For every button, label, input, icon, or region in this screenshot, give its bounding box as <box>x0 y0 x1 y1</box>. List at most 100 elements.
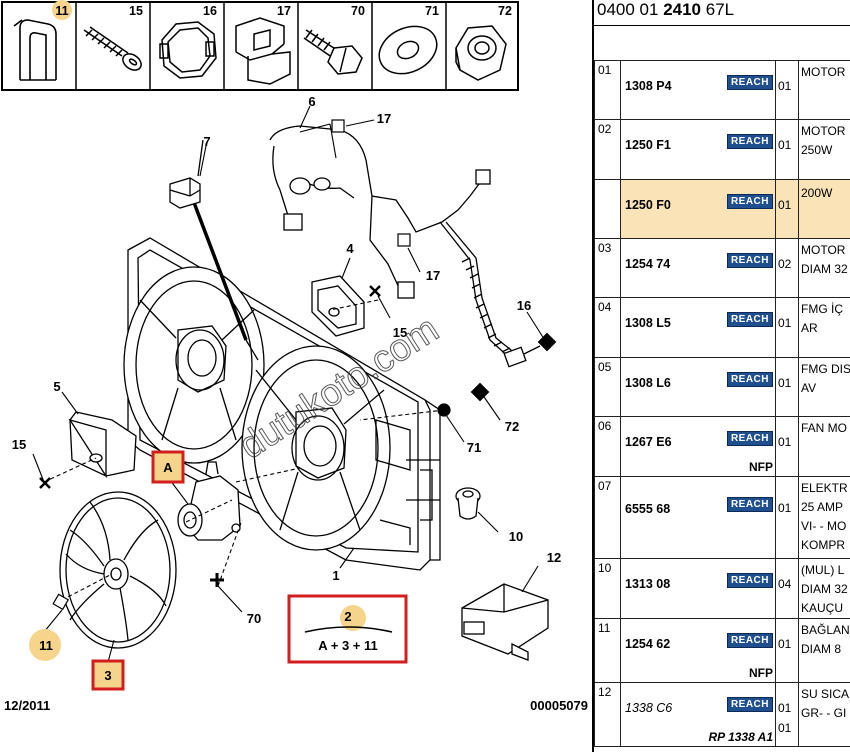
main-assembly <box>123 191 441 571</box>
qty-cell: 01 <box>775 357 799 417</box>
square-marker-17b <box>397 233 411 247</box>
part-number[interactable]: 1250 F0 <box>625 198 671 212</box>
part-number[interactable]: 1267 E6 <box>625 435 672 449</box>
description-line: MOTOR <box>801 243 846 257</box>
description-line: FAN MO <box>801 421 848 435</box>
part-number[interactable]: 1338 C6 <box>625 701 673 715</box>
callout-72: 72 <box>505 419 519 434</box>
quantity: 01 <box>778 501 792 515</box>
row-index: 04 <box>594 297 621 358</box>
qty-cell: 01 <box>775 60 799 120</box>
reach-badge: REACH <box>726 134 773 149</box>
part-ref-cell: 1250 F1 REACH <box>620 119 776 180</box>
header-num-71: 71 <box>425 4 439 18</box>
qty-cell: 04 <box>775 558 799 619</box>
description-line: DIAM 8 <box>801 642 842 656</box>
callout-6: 6 <box>308 94 315 109</box>
description-line: DIAM 32 <box>801 262 848 276</box>
grommet-10 <box>455 487 481 520</box>
reach-badge: REACH <box>726 573 773 588</box>
part-number[interactable]: 1308 L5 <box>625 316 671 330</box>
header-num-70: 70 <box>351 4 365 18</box>
callout-70: 70 <box>247 611 261 626</box>
screw-icon <box>83 26 142 71</box>
description-line: 25 AMP <box>801 500 844 514</box>
quantity-secondary: 01 <box>778 721 792 735</box>
description-line: DIAM 32 <box>801 582 848 596</box>
description-line: GR- - GI <box>801 706 847 720</box>
quantity: 01 <box>778 138 792 152</box>
description-line: AV <box>801 381 817 395</box>
reach-badge: REACH <box>726 312 773 327</box>
reach-badge: REACH <box>726 431 773 446</box>
part-number[interactable]: 1254 62 <box>625 637 671 651</box>
description-line: KOMPR <box>801 538 846 552</box>
quantity: 01 <box>778 637 792 651</box>
formula-bottom: A + 3 + 11 <box>318 638 378 653</box>
formula-box: 2 A + 3 + 11 <box>287 594 408 664</box>
part-number[interactable]: 1308 P4 <box>625 79 672 93</box>
part-ref-cell: 1308 L5 REACH <box>620 297 776 358</box>
description-cell: MOTOR <box>798 60 850 120</box>
reference-number: 0400 01 2410 67L <box>597 0 735 19</box>
title-rule <box>594 25 850 26</box>
callout-12: 12 <box>547 550 561 565</box>
row-index: 05 <box>594 357 621 417</box>
svg-text:3: 3 <box>104 668 111 683</box>
row-index: 10 <box>594 558 621 619</box>
part-number[interactable]: 1254 74 <box>625 257 671 271</box>
description-line: SU SICA <box>801 687 850 701</box>
part-number[interactable]: 1250 F1 <box>625 138 671 152</box>
qty-cell: 02 <box>775 238 799 298</box>
part-number[interactable]: 1308 L6 <box>625 376 671 390</box>
callout-16: 16 <box>517 298 531 313</box>
callout-a-box: A <box>151 450 185 484</box>
exploded-parts-diagram: 11 15 16 17 70 71 72 <box>1 0 588 713</box>
leader-lines <box>32 105 547 663</box>
fmg-bracket-4 <box>311 275 365 337</box>
bolt-icon <box>303 29 363 75</box>
callout-10: 10 <box>509 529 523 544</box>
description-cell: FAN MO <box>798 416 850 477</box>
row-index: 12 <box>594 682 621 747</box>
description-line: ELEKTR <box>801 481 848 495</box>
header-num-11: 11 <box>55 4 68 18</box>
part-number[interactable]: 6555 68 <box>625 502 671 516</box>
row-index: 01 <box>594 60 621 120</box>
quantity: 01 <box>778 701 792 715</box>
highlight-2 <box>340 605 366 631</box>
row-index: 03 <box>594 238 621 298</box>
row-index: 07 <box>594 476 621 559</box>
description-line: 200W <box>801 186 833 200</box>
formula-top: 2 <box>344 609 351 624</box>
qty-cell: 01 <box>775 476 799 559</box>
replacement-part[interactable]: RP 1338 A1 <box>708 730 773 744</box>
part-number[interactable]: 1313 08 <box>625 577 671 591</box>
description-line: (MUL) L <box>801 563 845 577</box>
nut-icon <box>455 25 507 81</box>
header-num-16: 16 <box>203 4 217 18</box>
